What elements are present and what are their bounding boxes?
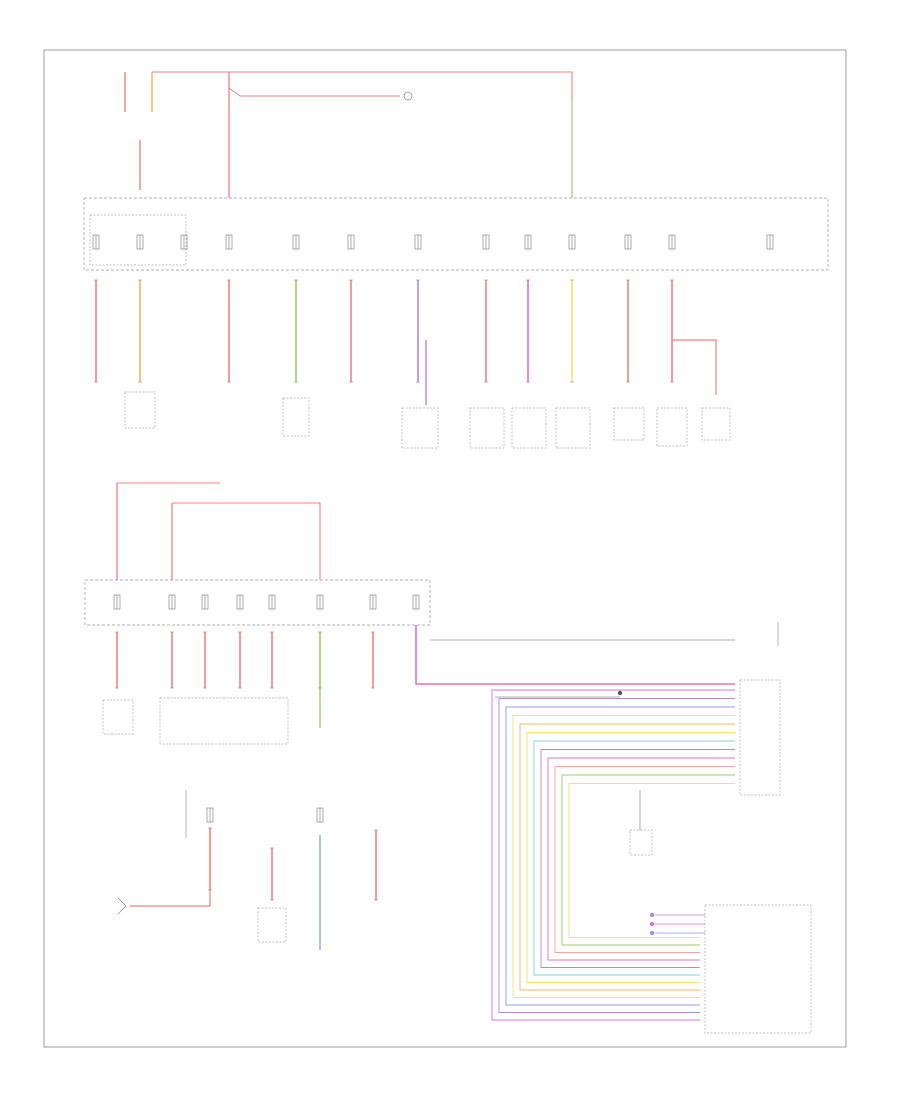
fuse-group: [92, 234, 774, 823]
page-frame: [43, 49, 847, 1048]
top-fuse-subgroup: [89, 214, 187, 266]
harness-wire-2: [498, 698, 735, 1013]
harness-wire-9: [547, 757, 735, 961]
steering-column-switch-box: [629, 829, 653, 856]
top-component-7: [613, 407, 645, 441]
wire-group: [95, 71, 735, 1021]
magenta-bus-wire: [415, 625, 735, 685]
top-component-2: [282, 397, 310, 437]
top-component-1: [124, 391, 156, 429]
top-component-8: [656, 407, 688, 447]
harness-wire-4: [512, 715, 735, 998]
top-fuse-box: [83, 197, 829, 271]
top-component-3: [401, 407, 439, 449]
top-feed-wire: [152, 71, 573, 198]
harness-wire-6: [526, 732, 735, 983]
top-component-9: [701, 407, 731, 441]
middle-component-1: [102, 699, 134, 735]
branch-wire: [228, 87, 400, 97]
harness-wire-3: [505, 706, 735, 1006]
harness-splice-dot: [617, 690, 623, 696]
lower-component-1: [257, 907, 287, 943]
seat-input-dot-1: [649, 912, 655, 918]
ground-connector: [117, 897, 127, 915]
middle-fuse-box: [84, 579, 431, 626]
splice-connector: [403, 91, 413, 101]
seat-input-dot-2: [649, 921, 655, 927]
connector-group: [94, 91, 779, 936]
electronic-ignition-lock-box: [739, 679, 781, 796]
top-component-6: [555, 407, 591, 449]
front-seat-module: [159, 697, 289, 745]
harness-wire-8: [540, 749, 735, 968]
harness-wire-11: [561, 774, 735, 946]
middle-feed-wire-2: [172, 502, 321, 580]
lower-wire-1-return: [130, 890, 211, 907]
top-component-4: [469, 407, 505, 449]
branch-wire-right: [672, 339, 717, 395]
top-component-row: [124, 391, 731, 449]
front-seat-control-module-box: [704, 904, 812, 1034]
harness-wire-10: [554, 766, 735, 953]
middle-component-row: [102, 697, 289, 943]
seat-input-dot-3: [649, 930, 655, 936]
harness-wire-7: [533, 740, 735, 976]
harness-wire-5: [519, 723, 735, 991]
top-component-5: [511, 407, 547, 449]
harness-wire-1: [491, 689, 735, 1021]
harness-wire-12: [568, 783, 735, 938]
